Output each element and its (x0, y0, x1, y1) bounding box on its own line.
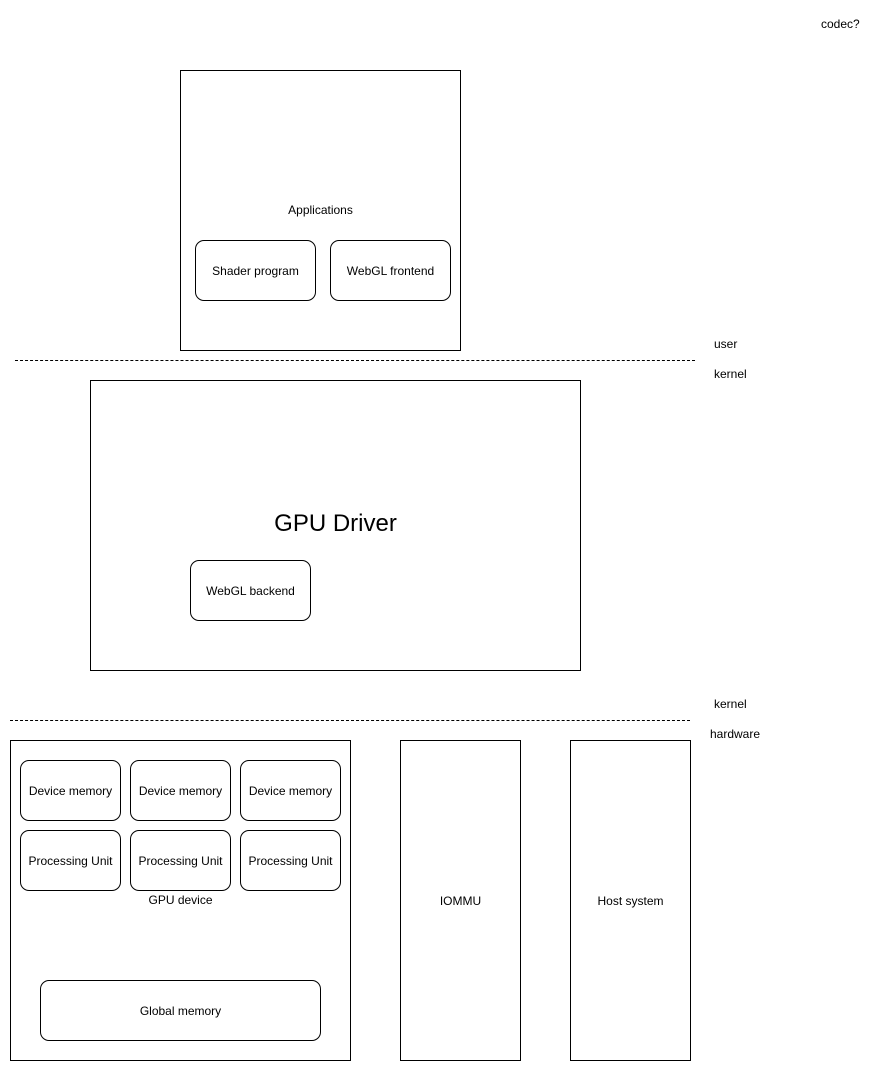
layer-label-kernel-bottom: kernel (714, 697, 747, 711)
device-memory-box: Device memory (130, 760, 231, 821)
iommu-label: IOMMU (439, 893, 482, 908)
webgl-frontend-box: WebGL frontend (330, 240, 451, 301)
host-system-box: Host system (570, 740, 691, 1061)
layer-label-hardware: hardware (710, 727, 761, 741)
host-system-label: Host system (597, 893, 664, 908)
layer-label-user: user (714, 337, 738, 351)
applications-label: Applications (288, 203, 353, 217)
global-memory-box: Global memory (40, 980, 321, 1041)
processing-unit-box: Processing Unit (240, 830, 341, 891)
kernel-hardware-boundary (10, 720, 690, 721)
webgl-backend-box: WebGL backend (190, 560, 311, 621)
shader-program-box: Shader program (195, 240, 316, 301)
codec-note: codec? (821, 17, 860, 31)
gpu-driver-label: GPU Driver (274, 510, 397, 537)
gpu-device-label: GPU device (148, 893, 213, 907)
processing-unit-box: Processing Unit (20, 830, 121, 891)
applications-box: Applications Shader program WebGL fronte… (180, 70, 461, 351)
gpu-driver-box: GPU Driver WebGL backend (90, 380, 581, 671)
processing-unit-box: Processing Unit (130, 830, 231, 891)
layer-label-kernel-top: kernel (714, 367, 747, 381)
device-memory-box: Device memory (240, 760, 341, 821)
device-memory-box: Device memory (20, 760, 121, 821)
user-kernel-boundary (15, 360, 695, 361)
iommu-box: IOMMU (400, 740, 521, 1061)
gpu-device-box: Device memory Device memory Device memor… (10, 740, 351, 1061)
